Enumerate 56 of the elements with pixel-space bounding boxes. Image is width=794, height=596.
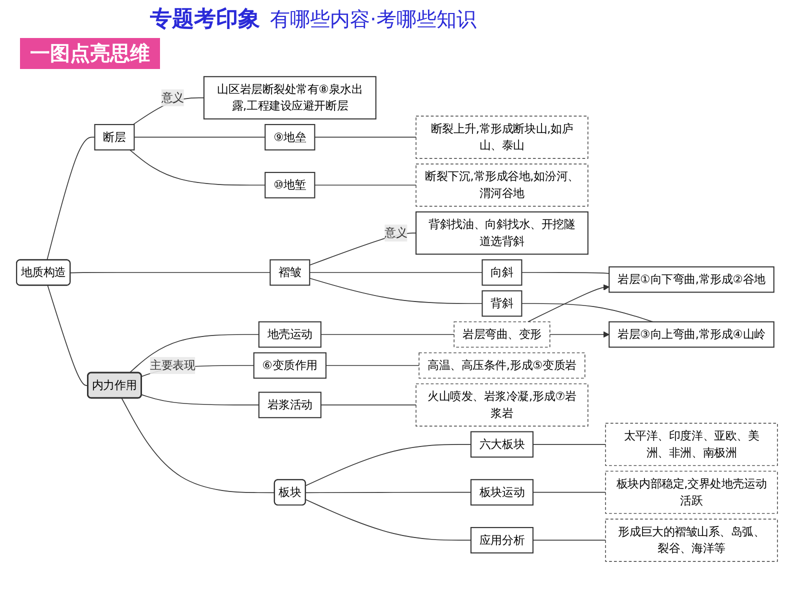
connector (521, 272, 610, 274)
connector (46, 136, 96, 261)
node-box: ⑨地垒 (264, 124, 316, 150)
node-box: 向斜 (482, 259, 522, 286)
connector (532, 492, 606, 493)
node-box: 岩层①向下弯曲,常形成②谷地 (608, 266, 774, 293)
title: 专题考印象 (150, 6, 260, 34)
node-box: 火山喷发、岩浆冷凝,形成⑦岩浆岩 (416, 383, 588, 426)
connector (326, 365, 420, 366)
node-box: 岩层弯曲、变形 (454, 321, 550, 348)
section-banner: 一图点亮思维 (20, 38, 160, 69)
node-box: 断裂下沉,常形成谷地,如汾河、渭河谷地 (416, 164, 588, 207)
connector (309, 278, 483, 304)
connector (70, 272, 271, 274)
connector (314, 184, 416, 186)
subtitle: 有哪些内容·考哪些知识 (270, 6, 476, 32)
node-box: 形成巨大的褶皱山系、岛弧、裂谷、海洋等 (605, 518, 778, 562)
connector (134, 136, 266, 138)
node-box: 六大板块 (470, 431, 534, 458)
node-box: 高温、高压条件,形成⑤变质岩 (418, 352, 586, 379)
connector (121, 398, 276, 494)
connector (320, 334, 454, 335)
node-box: 太平洋、印度洋、亚欧、美洲、非洲、南极洲 (605, 422, 778, 466)
connector (132, 97, 204, 125)
connector (320, 404, 416, 406)
edge-label: 意义 (384, 226, 408, 240)
node-box: 板块运动 (470, 479, 534, 506)
arrow (527, 284, 610, 322)
node-box: 断层 (94, 124, 135, 150)
connector (309, 272, 483, 273)
node-box: ⑩地堑 (264, 172, 316, 198)
edge-label: 主要表现 (150, 358, 196, 372)
connector (141, 394, 260, 406)
connector (47, 285, 88, 386)
node-box: 褶皱 (270, 259, 310, 286)
arrow (549, 331, 610, 338)
connector (532, 540, 606, 541)
node-box: 地壳运动 (258, 321, 322, 348)
edge-label: 意义 (161, 90, 184, 104)
node-box: 岩层③向上弯曲,常形成④山岭 (608, 321, 774, 348)
connector (129, 149, 266, 186)
node-box: 板块内部稳定,交界处地壳运动活跃 (605, 470, 778, 514)
connector (305, 499, 472, 541)
node-box: 断裂上升,常形成断块山,如庐山、泰山 (416, 116, 588, 159)
node-box: 背斜找油、向斜找水、开挖隧道选背斜 (416, 211, 588, 255)
connector (128, 334, 260, 374)
connector (305, 444, 472, 486)
node-box: 背斜 (482, 290, 522, 317)
node-box: ⑥变质作用 (253, 352, 326, 379)
node-box: 山区岩层断裂处常有⑧泉水出露,工程建设应避开断层 (203, 76, 376, 120)
connector (532, 444, 606, 445)
node-box: 岩浆活动 (258, 392, 322, 418)
node-box: 应用分析 (470, 527, 534, 554)
connector (314, 136, 416, 138)
connector (309, 232, 416, 266)
connector (305, 492, 472, 494)
